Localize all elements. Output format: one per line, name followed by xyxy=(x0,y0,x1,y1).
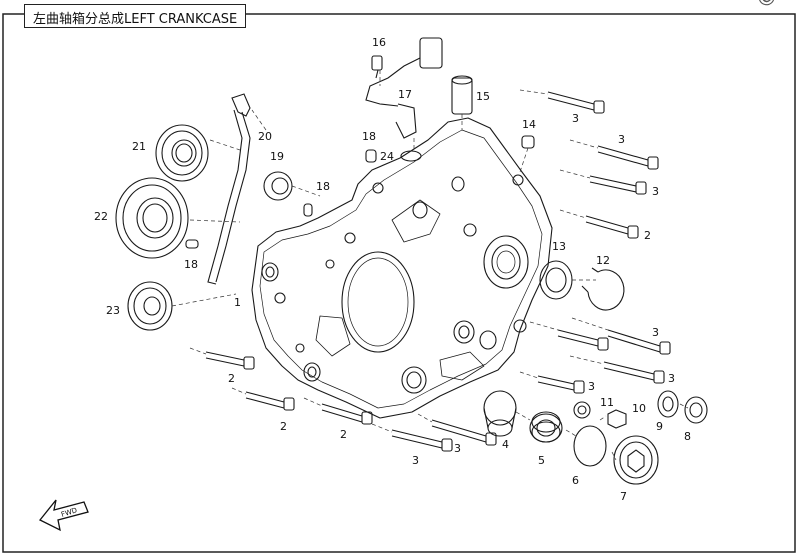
bolt xyxy=(391,429,453,452)
callout-2: 2 xyxy=(644,229,651,242)
bolt xyxy=(431,419,497,446)
dowel-14 xyxy=(521,135,535,149)
oring-24 xyxy=(400,150,422,162)
bolt xyxy=(585,215,639,239)
callout-numbers: 1 2 2 2 2 3 3 3 3 3 3 3 3 4 5 6 7 8 9 10… xyxy=(94,36,691,503)
bolt xyxy=(603,361,665,384)
bolt xyxy=(607,329,671,355)
diagram-frame xyxy=(2,13,796,553)
bolt xyxy=(547,91,605,114)
callout-3: 3 xyxy=(454,442,461,455)
crankcase-drawing xyxy=(251,117,553,419)
callout-3: 3 xyxy=(588,380,595,393)
callout-18: 18 xyxy=(362,130,376,143)
callout-13: 13 xyxy=(552,240,566,253)
callout-1: 1 xyxy=(234,296,241,309)
bearing-seat xyxy=(483,235,529,289)
callout-2: 2 xyxy=(228,372,235,385)
callout-16: 16 xyxy=(372,36,386,49)
bolts xyxy=(205,91,671,452)
bolt xyxy=(537,375,585,394)
callout-19: 19 xyxy=(270,150,284,163)
bearing-9 xyxy=(657,390,679,418)
bearing-23 xyxy=(127,281,173,331)
dipstick-20 xyxy=(207,93,251,285)
callout-18: 18 xyxy=(184,258,198,271)
left-parts xyxy=(115,93,377,331)
bolt xyxy=(589,175,647,195)
circlip-12 xyxy=(581,267,625,311)
callout-14: 14 xyxy=(522,118,536,131)
callout-23: 23 xyxy=(106,304,120,317)
callout-4: 4 xyxy=(502,438,509,451)
callout-7: 7 xyxy=(620,490,627,503)
callout-2: 2 xyxy=(280,420,287,433)
crankcase-body xyxy=(251,117,553,419)
seal-19 xyxy=(263,171,293,201)
callout-2: 2 xyxy=(340,428,347,441)
callout-20: 20 xyxy=(258,130,272,143)
collar-4 xyxy=(483,390,517,437)
main-bore xyxy=(341,251,415,353)
callout-9: 9 xyxy=(656,420,663,433)
diagram-title-box: 左曲轴箱分总成LEFT CRANKCASE xyxy=(24,4,246,28)
bolt xyxy=(205,351,255,370)
bolt xyxy=(557,329,609,351)
right-parts xyxy=(483,260,708,485)
plug-7 xyxy=(613,435,659,485)
callout-3: 3 xyxy=(652,326,659,339)
top-parts xyxy=(365,37,535,162)
bolt xyxy=(245,391,295,411)
callout-12: 12 xyxy=(596,254,610,267)
callout-22: 22 xyxy=(94,210,108,223)
plug-15 xyxy=(451,75,473,115)
callout-5: 5 xyxy=(538,454,545,467)
oring-6 xyxy=(573,425,607,467)
callout-10: 10 xyxy=(632,402,646,415)
bearing-22 xyxy=(115,177,189,259)
callout-18: 18 xyxy=(316,180,330,193)
spring-5 xyxy=(529,411,563,443)
leader-lines xyxy=(171,70,689,461)
bearing-21 xyxy=(155,124,209,182)
fwd-arrow: FWD xyxy=(38,499,89,532)
callout-21: 21 xyxy=(132,140,146,153)
callout-3: 3 xyxy=(412,454,419,467)
callout-3: 3 xyxy=(618,133,625,146)
callout-11: 11 xyxy=(600,396,614,409)
washer-11 xyxy=(573,401,591,419)
bolt xyxy=(321,403,373,425)
callout-24: 24 xyxy=(380,150,394,163)
callout-3: 3 xyxy=(572,112,579,125)
seal-13 xyxy=(539,260,573,300)
callout-6: 6 xyxy=(572,474,579,487)
callout-3: 3 xyxy=(652,185,659,198)
seal-8 xyxy=(684,396,708,424)
callout-17: 17 xyxy=(398,88,412,101)
callout-15: 15 xyxy=(476,90,490,103)
diagram-title: 左曲轴箱分总成LEFT CRANKCASE xyxy=(33,12,238,27)
callout-8: 8 xyxy=(684,430,691,443)
bolt xyxy=(597,145,659,170)
sensor-16-17 xyxy=(365,37,443,139)
bolt-10 xyxy=(607,409,627,429)
callout-3: 3 xyxy=(668,372,675,385)
